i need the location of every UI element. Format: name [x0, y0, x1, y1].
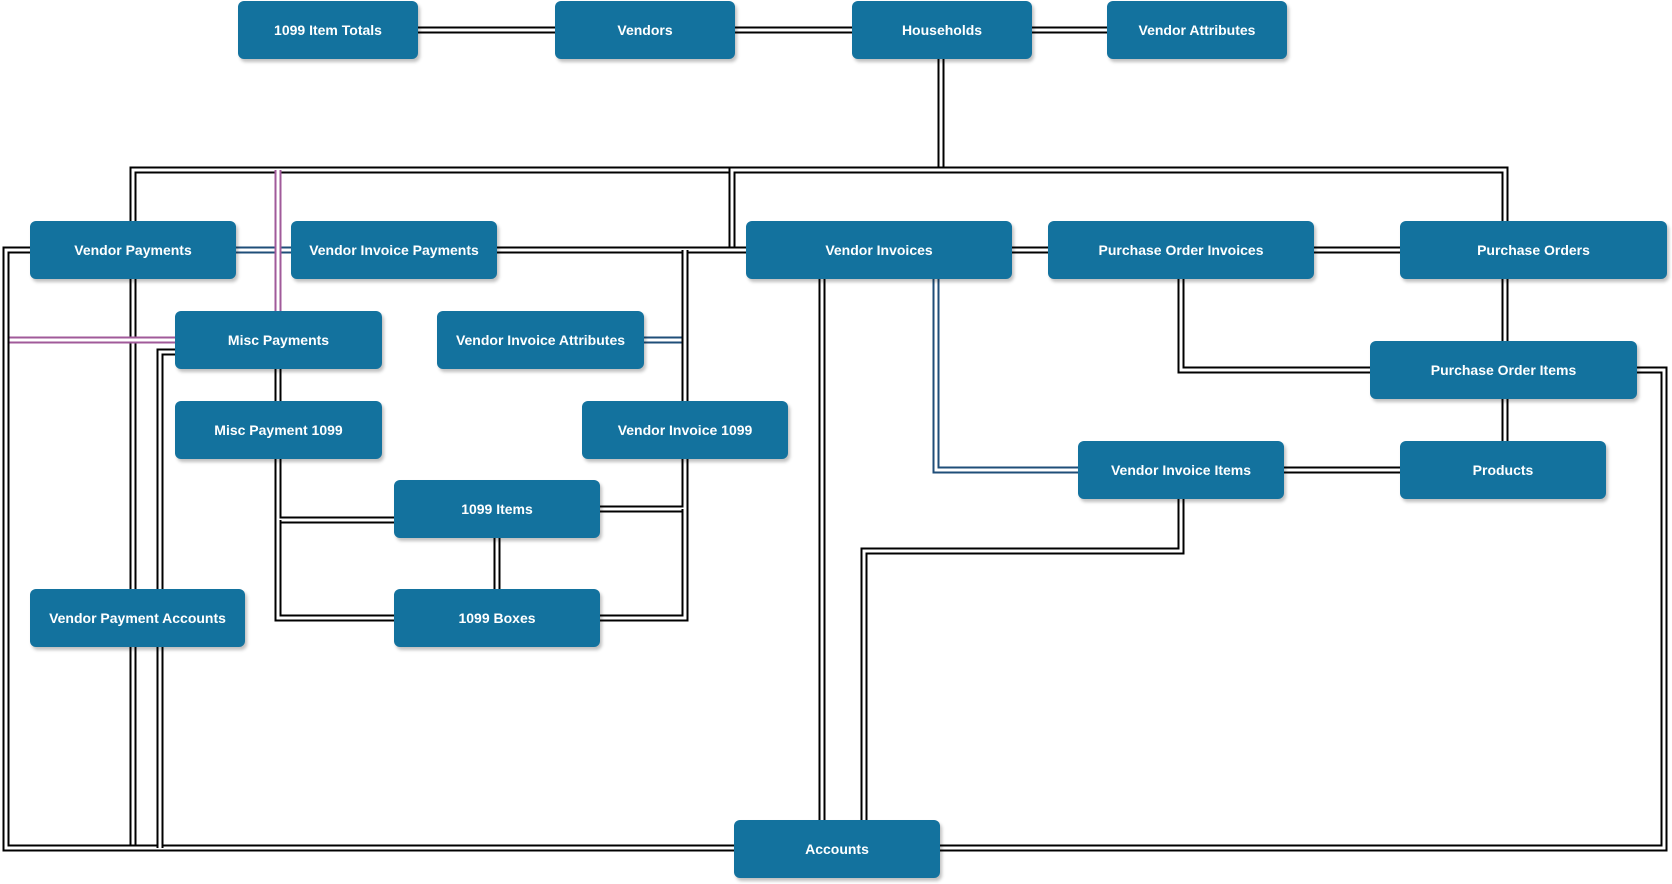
edge-misc-1099-boxes	[274, 520, 394, 622]
node-vendor-invoice-items[interactable]: Vendor Invoice Items	[1078, 441, 1284, 499]
edge-po-items-accounts	[940, 366, 1668, 852]
node-misc-payment-1099[interactable]: Misc Payment 1099	[175, 401, 382, 459]
node-misc-payments[interactable]: Misc Payments	[175, 311, 382, 369]
edge-households-purchase-orders	[941, 166, 1509, 221]
node-vendor-payments[interactable]: Vendor Payments	[30, 221, 236, 279]
node-purchase-orders[interactable]: Purchase Orders	[1400, 221, 1667, 279]
node-vendor-invoice-payments[interactable]: Vendor Invoice Payments	[291, 221, 497, 279]
edge-invoice-1099-items	[600, 459, 689, 513]
node-vendor-invoice-1099[interactable]: Vendor Invoice 1099	[582, 401, 788, 459]
edge-po-invoices-po-items	[1177, 279, 1370, 374]
node-1099-item-totals[interactable]: 1099 Item Totals	[238, 1, 418, 59]
node-1099-items[interactable]: 1099 Items	[394, 480, 600, 538]
edge-households-vendor-invoices	[728, 166, 941, 250]
node-vendor-attributes[interactable]: Vendor Attributes	[1107, 1, 1287, 59]
edge-invoice-1099-boxes	[600, 509, 689, 622]
node-vendors[interactable]: Vendors	[555, 1, 735, 59]
node-products[interactable]: Products	[1400, 441, 1606, 499]
node-vendor-payment-accounts[interactable]: Vendor Payment Accounts	[30, 589, 245, 647]
edge-vendor-payments-accounts	[2, 246, 734, 852]
edge-invoices-invoice-items	[932, 279, 1078, 474]
edge-misc-1099-items	[274, 459, 394, 524]
edge-misc-payments-accounts	[156, 348, 175, 848]
node-accounts[interactable]: Accounts	[734, 820, 940, 878]
node-purchase-order-items[interactable]: Purchase Order Items	[1370, 341, 1637, 399]
node-purchase-order-invoices[interactable]: Purchase Order Invoices	[1048, 221, 1314, 279]
node-vendor-invoices[interactable]: Vendor Invoices	[746, 221, 1012, 279]
node-vendor-invoice-attributes[interactable]: Vendor Invoice Attributes	[437, 311, 644, 369]
edge-invoice-items-accounts	[860, 499, 1185, 820]
node-households[interactable]: Households	[852, 1, 1032, 59]
node-1099-boxes[interactable]: 1099 Boxes	[394, 589, 600, 647]
